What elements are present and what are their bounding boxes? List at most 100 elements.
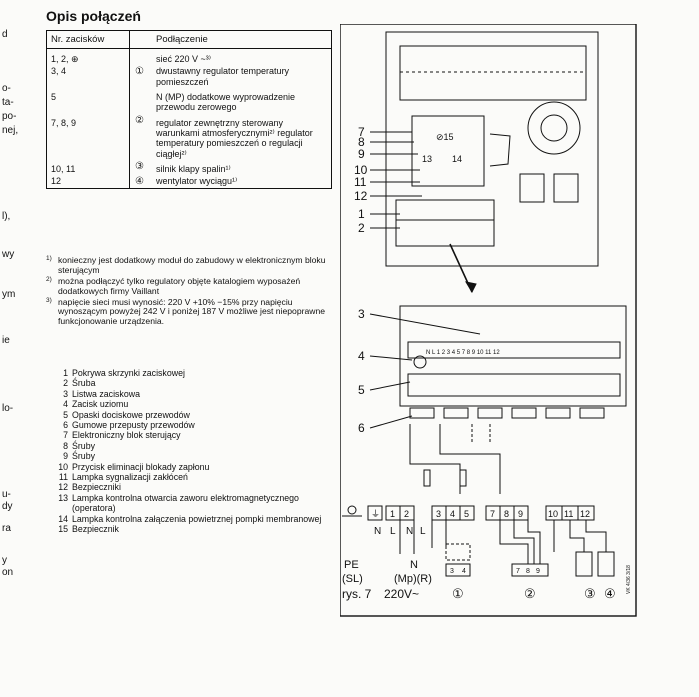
table-row: 1, 2, ⊕ sieć 220 V ~³⁾ <box>46 48 332 66</box>
fan-box <box>597 551 615 577</box>
part-label: Bezpiecznik <box>72 524 119 535</box>
connection-desc: sieć 220 V ~³⁾ <box>129 48 332 66</box>
mini-terminal: 7 <box>516 568 520 575</box>
component-box <box>519 173 545 203</box>
part-label: Elektroniczny blok sterujący <box>72 430 181 441</box>
figure-number: rys. 7 <box>342 587 372 601</box>
footnote: 2)można podłączyć tylko regulatory objęt… <box>46 275 336 297</box>
list-item: 9 Śruby <box>58 451 338 461</box>
connection-desc: N (MP) dodatkowe wyprowadzenie przewodu … <box>129 88 332 114</box>
callout-label: 9 <box>358 147 365 161</box>
circled-marker: ② <box>524 586 536 601</box>
footnote-text: napięcie sieci musi wynosić: 220 V +10% … <box>58 296 326 327</box>
callout-label: 12 <box>354 189 368 203</box>
margin-fragment: d <box>2 29 8 40</box>
margin-fragment: y <box>2 555 7 566</box>
terminal-label: 10 <box>548 509 558 519</box>
list-item: 15 Bezpiecznik <box>58 524 338 534</box>
sl-label: (SL) <box>342 573 363 585</box>
connections-table: Nr. zacisków Podłączenie 1, 2, ⊕ sieć 22… <box>46 30 332 189</box>
terminal-label: ⏚ <box>371 509 380 519</box>
rubber-grommets <box>409 407 605 419</box>
part-number: 1 <box>63 368 68 378</box>
terminal-label: 7 <box>490 509 495 519</box>
inner-label: 14 <box>452 154 462 164</box>
table-row: 5 N (MP) dodatkowe wyprowadzenie przewod… <box>46 88 332 114</box>
drop-wires <box>399 520 447 554</box>
part-label: Zacisk uziomu <box>72 399 129 410</box>
margin-fragment: ym <box>2 289 16 300</box>
wiring-diagram <box>342 424 615 577</box>
callout-label: 11 <box>354 175 367 189</box>
part-label: Śruby <box>72 440 95 451</box>
circled-marker: ④ <box>604 586 616 601</box>
desc-text: wentylator wyciągu¹⁾ <box>156 176 238 187</box>
terminal-label: 8 <box>504 509 509 519</box>
callout-label: 2 <box>358 221 365 235</box>
margin-fragment: dy <box>2 501 13 512</box>
dashed-wires <box>471 424 491 444</box>
desc-text: regulator zewnętrzny sterowany warunkami… <box>156 117 313 159</box>
part-number: 3 <box>63 388 68 399</box>
callout-label: 7 <box>358 125 365 139</box>
part-label: Śruba <box>72 378 96 389</box>
terminal-numbers: 10, 11 <box>46 160 130 176</box>
callout-line <box>369 381 411 391</box>
inner-label: 13 <box>422 154 432 164</box>
pe-label: PE <box>344 559 359 571</box>
connection-desc: ② regulator zewnętrzny sterowany warunkam… <box>129 113 332 161</box>
callout-label: 1 <box>358 207 365 221</box>
margin-fragment: lo- <box>2 403 14 414</box>
circled-marker: ① <box>135 66 144 78</box>
part-label: Śruby <box>72 451 95 462</box>
pump-inner <box>540 114 568 142</box>
footnote-text: konieczny jest dodatkowy moduł do zabudo… <box>58 255 326 275</box>
column-header: Nr. zacisków <box>46 30 130 49</box>
part-number: 15 <box>58 524 68 535</box>
part-number: 14 <box>58 513 68 524</box>
part-label: Gumowe przepusty przewodów <box>72 420 195 431</box>
part-number: 8 <box>63 440 68 451</box>
fuse-symbol <box>423 469 431 487</box>
table-header-row: Nr. zacisków Podłączenie <box>46 30 332 49</box>
footnote: 3)napięcie sieci musi wynosić: 220 V +10… <box>46 296 336 328</box>
list-item: 14 Lampka kontrolna załączenia powietrzne… <box>58 514 338 524</box>
list-item: 8 Śruby <box>58 441 338 451</box>
page-title: Opis połączeń <box>46 8 141 24</box>
margin-fragment: wy <box>2 249 15 260</box>
n-label: N <box>410 559 418 571</box>
arrow-head <box>464 281 477 294</box>
margin-fragment: ie <box>2 335 10 346</box>
part-label: Bezpieczniki <box>72 482 121 493</box>
wire-label: N <box>374 526 381 537</box>
circled-marker: ③ <box>135 161 144 173</box>
supply-voltage: 220V~ <box>384 587 419 601</box>
figure-frame <box>340 24 637 617</box>
regulator-1-box <box>445 563 471 577</box>
part-label: Lampka kontrolna załączenia powietrznej … <box>72 513 322 524</box>
part-number: 13 <box>58 492 68 503</box>
terminal-label: 9 <box>518 509 523 519</box>
part-number: 9 <box>63 451 68 462</box>
desc-text: sieć 220 V ~³⁾ <box>156 54 211 64</box>
terminal-box-cover <box>395 199 495 247</box>
part-number: 4 <box>63 399 68 410</box>
wire-label: N <box>406 526 413 537</box>
flue-motor-box <box>575 551 593 577</box>
fuse-symbol <box>459 469 467 487</box>
wire-label: L <box>420 526 426 537</box>
terminal-box <box>399 305 627 407</box>
mini-terminal: 3 <box>450 568 454 575</box>
footnote-text: można podłączyć tylko regulatory objęte … <box>58 275 301 296</box>
callout-label: 8 <box>358 135 365 149</box>
terminal-box-drawing: N L 1 2 3 4 5 7 8 9 10 11 12 <box>369 305 627 429</box>
boiler-housing <box>385 31 599 267</box>
circled-marker: ② <box>135 114 144 126</box>
